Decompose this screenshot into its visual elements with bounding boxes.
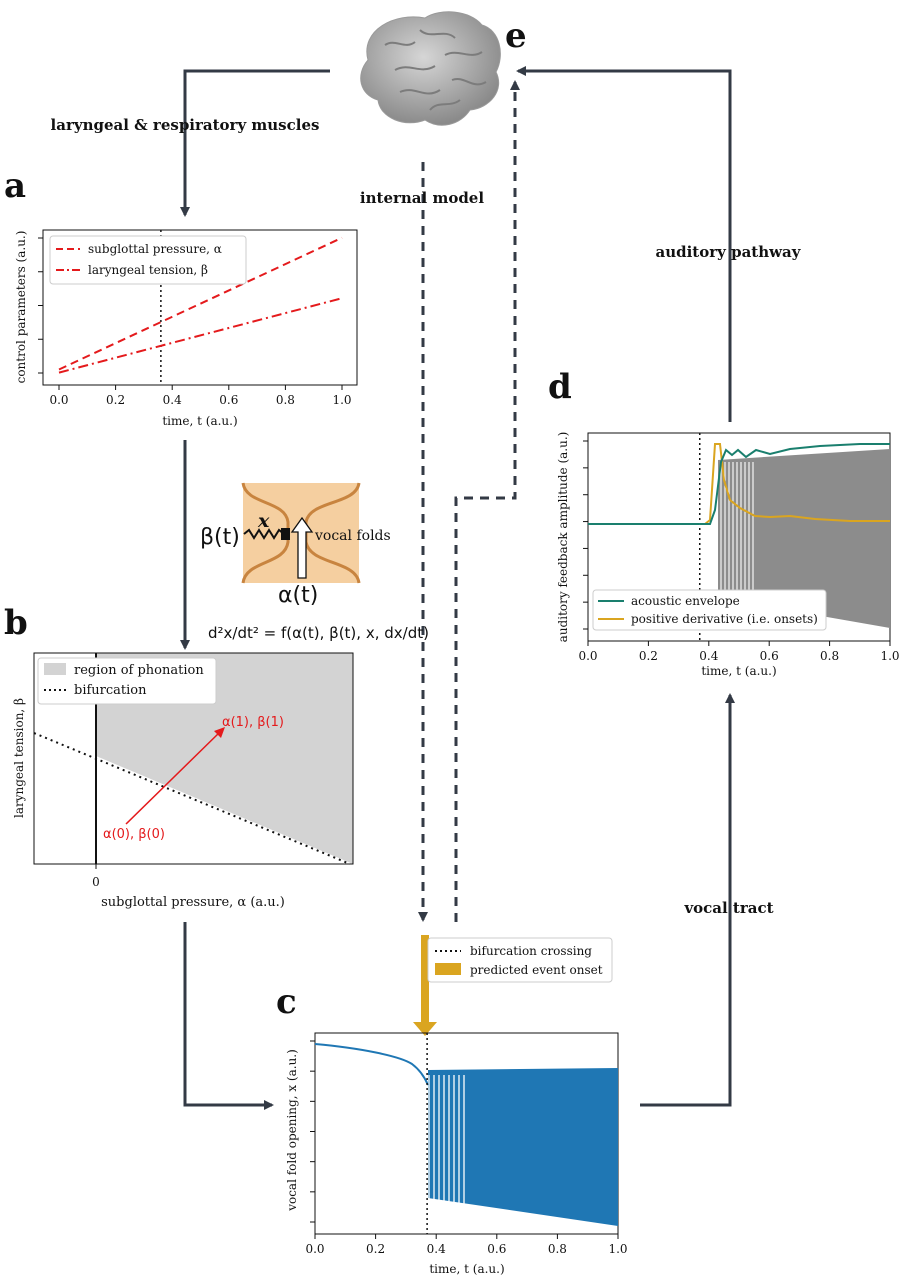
chart-d-xtick-label: 0.4 bbox=[699, 649, 718, 663]
arrow-d-to-e bbox=[516, 66, 732, 422]
beta-t-label: β(t) bbox=[200, 525, 240, 550]
dynamics-equation: d²x/dt² = f(α(t), β(t), x, dx/dt) bbox=[208, 624, 429, 642]
chart-d-xtick-label: 0.6 bbox=[760, 649, 779, 663]
brain-image bbox=[360, 11, 501, 126]
chart-c-legend-onset: predicted event onset bbox=[470, 963, 603, 977]
chart-b-legend-bifurcation: bifurcation bbox=[74, 683, 147, 698]
chart-d-legend: acoustic envelope positive derivative (i… bbox=[592, 589, 827, 631]
chart-c-decay-curve bbox=[314, 1043, 429, 1086]
onset-arrow bbox=[413, 935, 437, 1036]
chart-d-legend-derivative: positive derivative (i.e. onsets) bbox=[631, 612, 818, 626]
chart-c-oscillation-envelope bbox=[428, 1068, 618, 1226]
x-label: x bbox=[257, 510, 270, 532]
chart-d-xtick-label: 1.0 bbox=[880, 649, 899, 663]
chart-c-xtick-label: 0.6 bbox=[487, 1242, 506, 1256]
chart-b-trajectory-arrow bbox=[125, 729, 223, 825]
chart-a-series-tension bbox=[58, 297, 343, 374]
chart-d-envelope-line bbox=[588, 443, 890, 525]
alpha-t-label: α(t) bbox=[278, 583, 318, 608]
airflow-arrow bbox=[290, 516, 314, 579]
panel-letter-c: c bbox=[276, 982, 297, 1022]
chart-a-xtick-label: 0.4 bbox=[163, 393, 182, 407]
chart-d-xtick-label: 0.2 bbox=[639, 649, 658, 663]
chart-d: 0.0 0.2 0.4 0.6 0.8 1.0 acoustic envelope pos… bbox=[556, 432, 900, 678]
chart-a-xtick-label: 0.0 bbox=[49, 393, 68, 407]
arrow-brain-to-a bbox=[180, 69, 330, 217]
chart-a-frame bbox=[42, 229, 358, 386]
chart-b-end-label: α(1), β(1) bbox=[222, 715, 284, 730]
chart-a-xtick-label: 1.0 bbox=[332, 393, 351, 407]
chart-d-xtick-label: 0.8 bbox=[820, 649, 839, 663]
vocal-folds-label: vocal folds bbox=[314, 528, 391, 544]
chart-c-xtick-label: 0.4 bbox=[427, 1242, 446, 1256]
chart-d-derivative-line bbox=[588, 443, 890, 525]
chart-b-xtick-zero: 0 bbox=[92, 875, 100, 889]
chart-b-phonation-region bbox=[96, 653, 353, 864]
label-vocal-tract: vocal tract bbox=[683, 899, 773, 917]
vocal-folds-schematic: β(t) x vocal folds α(t) d²x/dt² = f(α(t)… bbox=[200, 482, 429, 642]
chart-b-xlabel: subglottal pressure, α (a.u.) bbox=[101, 895, 285, 910]
label-laryngeal-muscles: laryngeal & respiratory muscles bbox=[51, 116, 320, 134]
chart-b-ylabel: laryngeal tension, β bbox=[12, 698, 26, 818]
chart-a-xlabel: time, t (a.u.) bbox=[162, 414, 237, 428]
chart-d-oscillation-fill bbox=[718, 449, 890, 628]
spring bbox=[243, 528, 285, 540]
arrow-c-to-d bbox=[640, 693, 735, 1107]
chart-c-xtick-label: 0.8 bbox=[548, 1242, 567, 1256]
chart-a-series-pressure bbox=[58, 236, 343, 371]
arrow-b-to-c bbox=[183, 922, 274, 1110]
chart-b-trajectory-head bbox=[214, 727, 225, 738]
chart-d-xtick-label: 0.0 bbox=[578, 649, 597, 663]
chart-b: α(0), β(0) α(1), β(1) region of phonatio… bbox=[12, 652, 354, 910]
chart-c-xtick-label: 0.2 bbox=[366, 1242, 385, 1256]
chart-a-legend-tension: laryngeal tension, β bbox=[88, 263, 208, 277]
panel-letter-d: d bbox=[548, 367, 572, 407]
chart-c-legend-bifurcation: bifurcation crossing bbox=[470, 944, 592, 958]
chart-c-oscillation-onset bbox=[428, 1075, 465, 1216]
chart-a-xtick-label: 0.8 bbox=[276, 393, 295, 407]
label-internal-model: internal model bbox=[360, 189, 484, 207]
chart-b-frame bbox=[33, 652, 354, 865]
chart-d-legend-envelope: acoustic envelope bbox=[631, 594, 740, 608]
chart-c-xtick-label: 0.0 bbox=[305, 1242, 324, 1256]
chart-a-legend: subglottal pressure, α laryngeal tension… bbox=[49, 235, 247, 285]
chart-a: 0.0 0.2 0.4 0.6 0.8 1.0 subglottal pressure, … bbox=[14, 229, 358, 428]
chart-c-ylabel: vocal fold opening, x (a.u.) bbox=[285, 1049, 299, 1212]
chart-c-xtick-label: 1.0 bbox=[608, 1242, 627, 1256]
chart-b-start-label: α(0), β(0) bbox=[103, 827, 165, 842]
chart-c: 0.0 0.2 0.4 0.6 0.8 1.0 bifurcation crossing … bbox=[285, 937, 628, 1276]
chart-d-ylabel: auditory feedback amplitude (a.u.) bbox=[556, 432, 570, 643]
panel-letter-e: e bbox=[505, 16, 527, 56]
chart-c-xlabel: time, t (a.u.) bbox=[429, 1262, 504, 1276]
chart-a-xtick-label: 0.6 bbox=[219, 393, 238, 407]
chart-a-xtick-label: 0.2 bbox=[106, 393, 125, 407]
arrow-efference-copy bbox=[454, 80, 520, 922]
flow-arrows bbox=[180, 66, 735, 1110]
chart-c-legend: bifurcation crossing predicted event ons… bbox=[427, 937, 613, 983]
panel-letter-a: a bbox=[4, 166, 26, 206]
chart-b-legend-phonation: region of phonation bbox=[74, 663, 204, 678]
chart-d-xlabel: time, t (a.u.) bbox=[701, 664, 776, 678]
chart-b-legend: region of phonation bifurcation bbox=[37, 657, 217, 705]
label-auditory-pathway: auditory pathway bbox=[656, 243, 802, 261]
panel-letter-b: b bbox=[4, 603, 28, 643]
chart-a-legend-pressure: subglottal pressure, α bbox=[88, 242, 222, 256]
chart-a-ylabel: control parameters (a.u.) bbox=[14, 231, 28, 384]
